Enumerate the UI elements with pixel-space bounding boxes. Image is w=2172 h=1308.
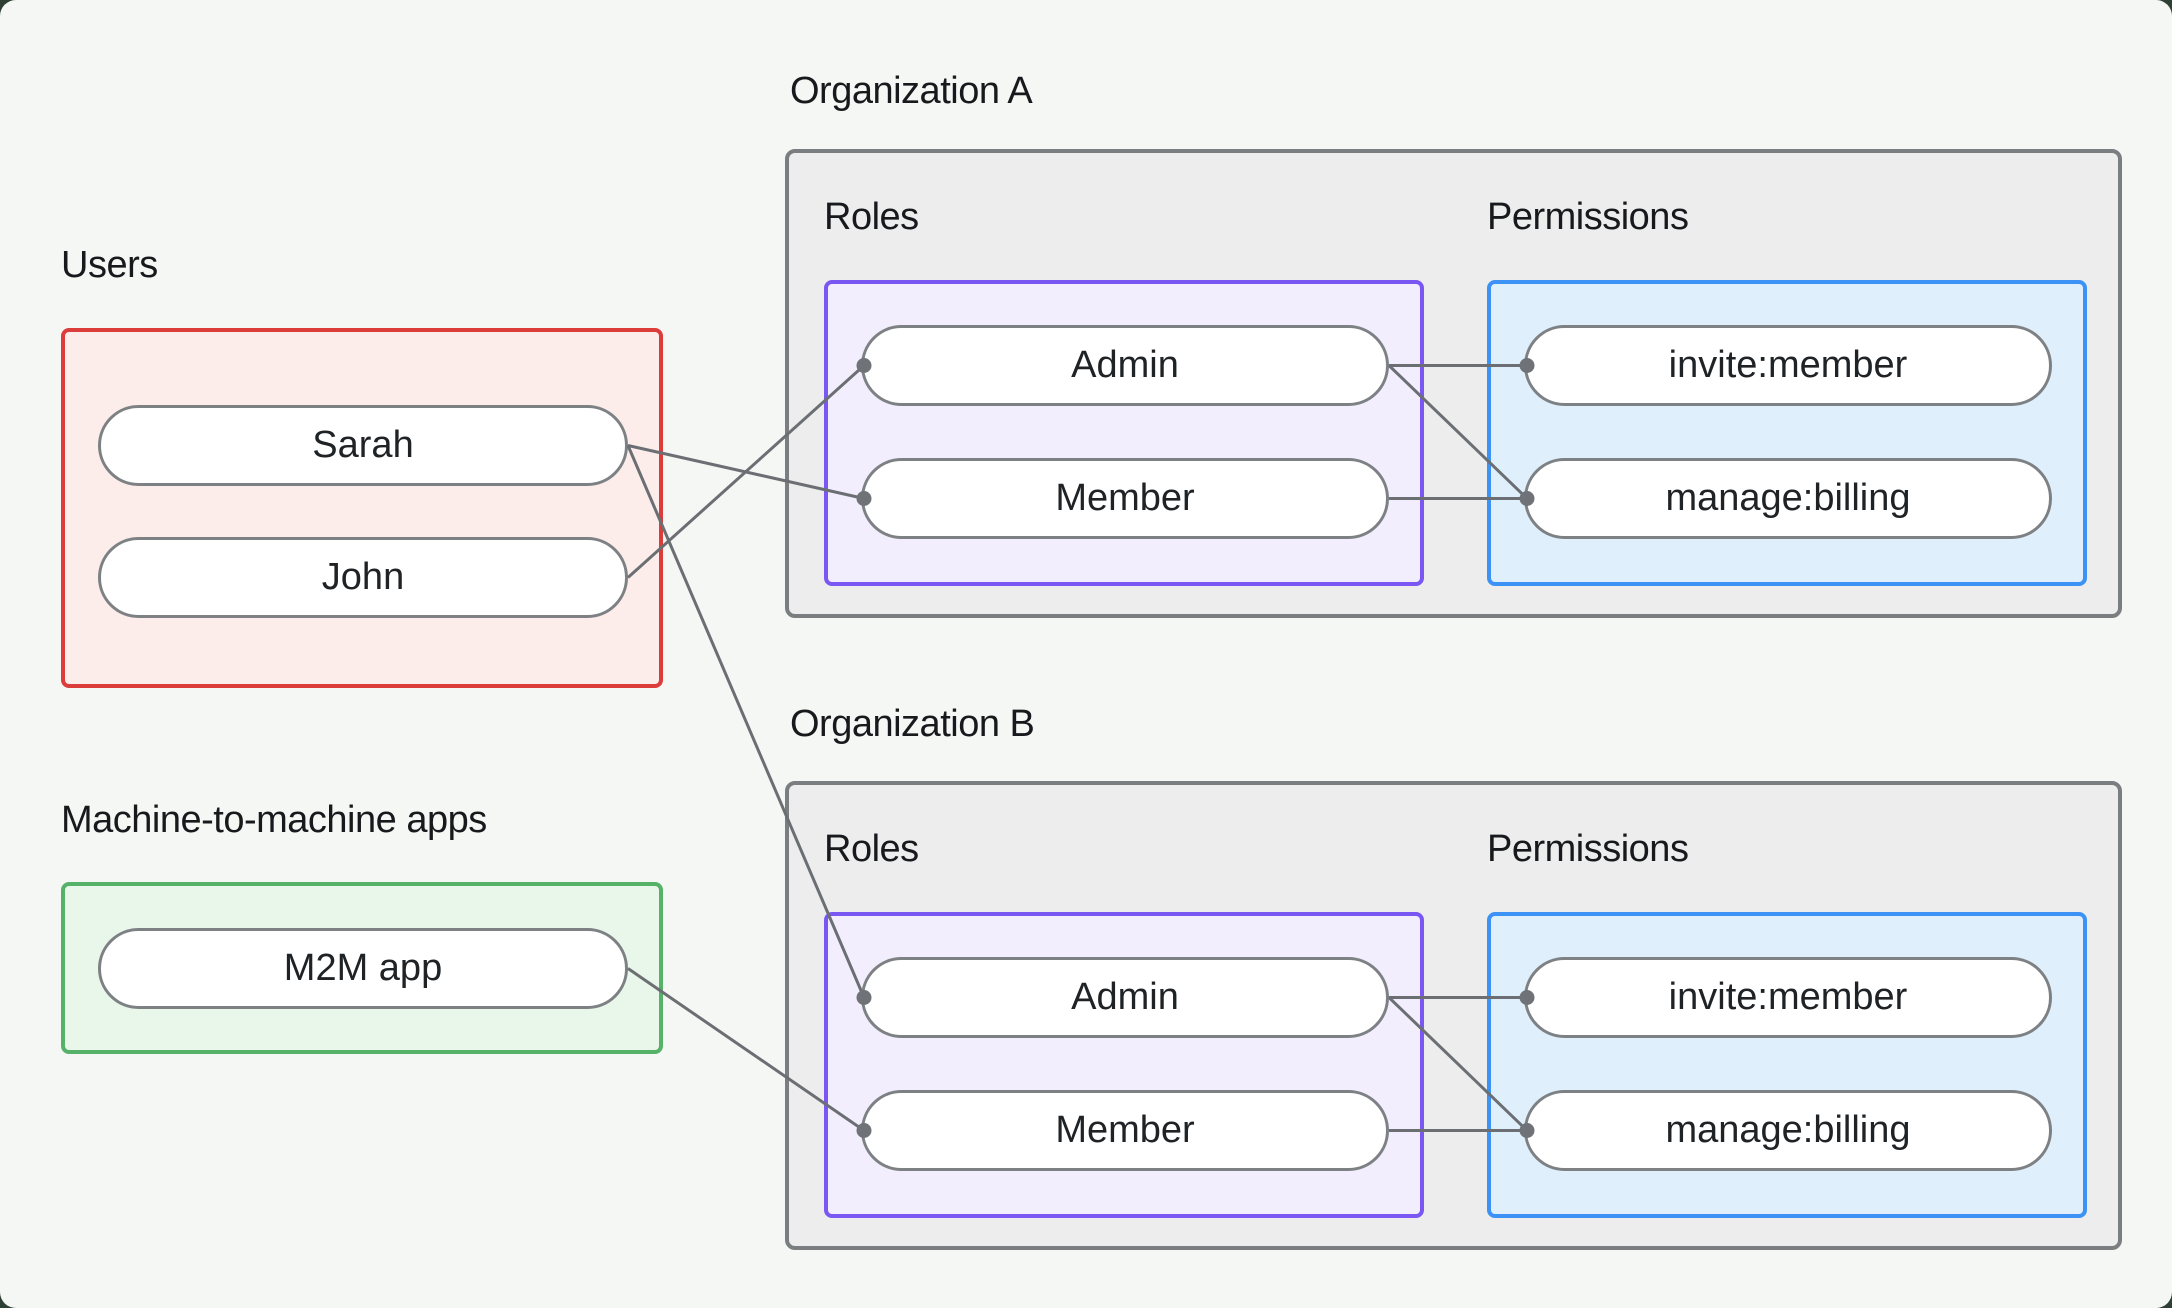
org-b-permission-pill-manage-billing: manage:billing: [1524, 1090, 2052, 1171]
org-b-permissions-label: Permissions: [1487, 828, 1689, 870]
org-a-permission-pill-manage-billing: manage:billing: [1524, 458, 2052, 539]
users-label: Users: [61, 244, 158, 286]
org-b-role-pill-admin: Admin: [861, 957, 1389, 1038]
org-b-permission-pill-invite-member: invite:member: [1524, 957, 2052, 1038]
org-a-label: Organization A: [790, 70, 1033, 112]
org-b-role-pill-member: Member: [861, 1090, 1389, 1171]
org-a-permissions-label: Permissions: [1487, 196, 1689, 238]
org-a-role-pill-member: Member: [861, 458, 1389, 539]
m2m-pill-app: M2M app: [98, 928, 628, 1009]
org-a-permission-pill-invite-member: invite:member: [1524, 325, 2052, 406]
user-pill-sarah: Sarah: [98, 405, 628, 486]
org-b-label: Organization B: [790, 703, 1035, 745]
org-a-role-pill-admin: Admin: [861, 325, 1389, 406]
users-box: [61, 328, 663, 688]
org-a-roles-label: Roles: [824, 196, 919, 238]
user-pill-john: John: [98, 537, 628, 618]
m2m-label: Machine-to-machine apps: [61, 799, 487, 841]
org-b-roles-label: Roles: [824, 828, 919, 870]
